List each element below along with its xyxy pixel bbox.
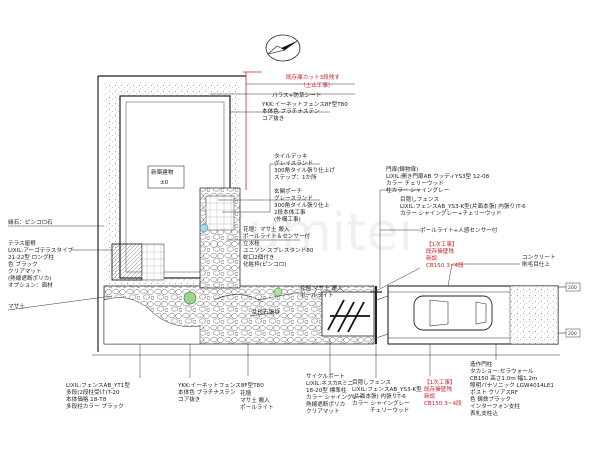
building-level: ±0 — [160, 180, 169, 186]
label-gate-3: カラー チェリーウッド — [386, 179, 444, 187]
label-gate-1: 門扉(鋳物扉) — [386, 165, 418, 173]
label-bottom-4-1: サイクルポート — [306, 372, 345, 380]
label-bed-4: ユニソン スプレスタンド80 — [243, 246, 314, 254]
label-bottom-7-3: CB150 高さ1.0m 幅1.2m — [470, 374, 537, 382]
label-boundary-cut: 既存庫カット3段残す — [286, 73, 340, 81]
building-label: 新築建物 — [151, 168, 174, 176]
label-bottom-1-3: 本体価格 18-T8 — [66, 395, 107, 403]
label-fence-top-1: YKK:イーネットフェンス8F型T80 — [261, 100, 348, 108]
label-bottom-4-4: カラー シャイングレー — [306, 393, 364, 401]
label-bottom-7-1: 造作門柱 — [470, 360, 493, 368]
label-new-work-3: 新設 — [426, 254, 438, 262]
label-terrace-roof-4: 色 ブラック — [8, 260, 38, 268]
label-boundary-cut-sub: （土止工事） — [300, 81, 334, 89]
label-side-fence-1: 目隠しフェンス — [400, 195, 439, 203]
label-side-fence-2: LIXIL:フェンスAB_YS3-K型(片面本張) 内張り)T-6 — [400, 202, 526, 210]
label-bed-5: 蛇口2個付き — [243, 253, 275, 261]
label-masa-left: マサ土 — [8, 302, 25, 310]
label-terrace-roof-7: オプション：面材 — [8, 281, 53, 289]
label-concrete-2: 刷毛目仕上 — [522, 260, 550, 268]
label-pole-light: ポールライト+人感センサー付 — [420, 226, 498, 234]
label-bottom-2-3: コア抜き — [178, 395, 200, 403]
north-arrow-icon — [265, 34, 301, 62]
label-bottom-6-4: CB150 3~4段 — [424, 399, 462, 407]
label-terrace-roof-6: (熱線遮断ポリカ) — [8, 274, 52, 282]
label-bottom-3-1: 花壇 — [240, 389, 252, 397]
label-bottom-7-4: 照明パナソニック LGW4014LE1 — [470, 382, 554, 389]
label-bottom-7-7: インターフォン支柱 — [470, 402, 520, 410]
dimension-top: 200 — [568, 285, 577, 291]
label-tile-deck-1: タイルデッキ — [274, 152, 308, 160]
label-bottom-7-6: 色 鋳鉄ブラック — [470, 395, 511, 403]
label-bottom-7-2: タカショー:セラウォール — [470, 367, 534, 375]
label-gate-2: LIXIL:開き門扉AB ウッディYS3型 12-08 — [386, 172, 490, 180]
label-fence-top-3: コア抜き — [262, 114, 284, 122]
label-edge-bed: 縁石：ピンコロ石 — [8, 218, 53, 226]
label-new-work-2: 既存擁壁残 — [426, 247, 454, 255]
label-bottom-4-6: クリアマット — [306, 408, 340, 415]
label-bottom-1-4: 多段柱カラー ブラック — [66, 402, 124, 410]
label-bottom-2-2: 本体色 プラチナステン — [178, 388, 236, 396]
label-porch-3: 300角タイル張り仕上 — [274, 201, 330, 209]
label-stone-approach: 乱形石張り — [252, 308, 280, 316]
label-tile-deck-2: グレイスランド — [274, 159, 313, 167]
label-concrete-1: コンクリート — [522, 254, 556, 261]
leader-lines — [7, 83, 520, 378]
label-bottom-3-2: マサ土 搬入 — [240, 396, 270, 404]
label-bed-mid-1: 花壇 マサ土 搬入 — [300, 284, 343, 292]
label-bed-2: ポールライト＆センサー付 — [243, 232, 311, 240]
car-icon — [413, 295, 493, 331]
site-boundary — [92, 71, 560, 356]
planting — [183, 223, 283, 305]
label-terrace-roof-5: クリアマット — [8, 268, 42, 275]
label-bed-1: 花壇：マサ土 搬入 — [243, 225, 290, 233]
label-bottom-5-3: (片面本張) 内張りT-6 — [352, 392, 406, 400]
label-new-work-4: CB150 3~4段 — [426, 261, 464, 269]
cycle-port — [321, 291, 375, 337]
label-bottom-4-5: 熱線遮断ポリカ — [306, 400, 345, 408]
label-bed-3: 立水栓 — [243, 239, 260, 247]
label-bottom-4-2: LIXIL:ネスカRミニ — [306, 380, 353, 387]
label-terrace-roof-1: テラス屋根 — [8, 239, 36, 247]
label-bottom-6-2: 既存擁壁残 — [424, 385, 452, 393]
label-bottom-5-4: カラー シャイングレー — [352, 399, 410, 407]
label-porch-2: グレースランド — [274, 194, 313, 202]
label-new-work-1: 【1次工事】 — [426, 240, 458, 248]
label-porch-1: 玄関ポーチ — [274, 187, 302, 195]
label-bottom-7-5: ポスト クリアスRF — [470, 388, 518, 396]
dimension-bottom: 200 — [568, 331, 577, 337]
label-gate-4: 柱カラー シャイングレー — [386, 186, 450, 194]
label-bottom-5-5: チェリーウッド — [370, 406, 409, 414]
label-bottom-7-8: 表札支柱込 — [470, 409, 498, 417]
label-bottom-2-1: YKK:イーネットフェンス8F型T80 — [177, 381, 264, 389]
label-bottom-5-1: 目隠しフェンス — [352, 378, 391, 386]
label-porch-5: (外構工事) — [274, 215, 301, 223]
label-bottom-3-3: ポールライト — [240, 403, 274, 411]
label-fence-top-2: 本体色 プラチナステン — [262, 107, 320, 115]
label-bottom-6-1: 【1次工事】 — [424, 378, 456, 386]
label-bottom-4-3: 18-20型 標準柱 — [306, 386, 347, 394]
label-terrace-roof-2: LIXIL:アーゴテラスタイプ — [8, 246, 74, 254]
label-bottom-5-2: LIXIL:フェンスAB_YS3-K型 — [352, 385, 422, 393]
label-bottom-1-2: 多段(2段柱受け)T-20 — [66, 388, 120, 396]
label-bottom-1-1: LIXIL:フェンスAB_YT1型 — [66, 381, 130, 389]
label-bed-6: 化粧枠(ピンコロ) — [243, 260, 287, 268]
label-gravel-sheet: バラス+防草シート — [272, 91, 321, 99]
label-bottom-6-3: 新設 — [424, 392, 436, 400]
label-terrace-roof-3: 21-22型 ロング柱 — [8, 253, 54, 261]
terrace-roof — [111, 243, 165, 281]
label-porch-4: 2段本体工事 — [274, 208, 306, 216]
label-tile-deck-4: ステップ：1か所 — [274, 173, 317, 181]
label-bed-mid-2: ポールライト — [300, 291, 334, 299]
label-tile-deck-3: 300角タイル張り仕上げ — [274, 166, 335, 174]
label-side-fence-3: カラー シャイングレー+チェリーウッド — [400, 209, 502, 217]
